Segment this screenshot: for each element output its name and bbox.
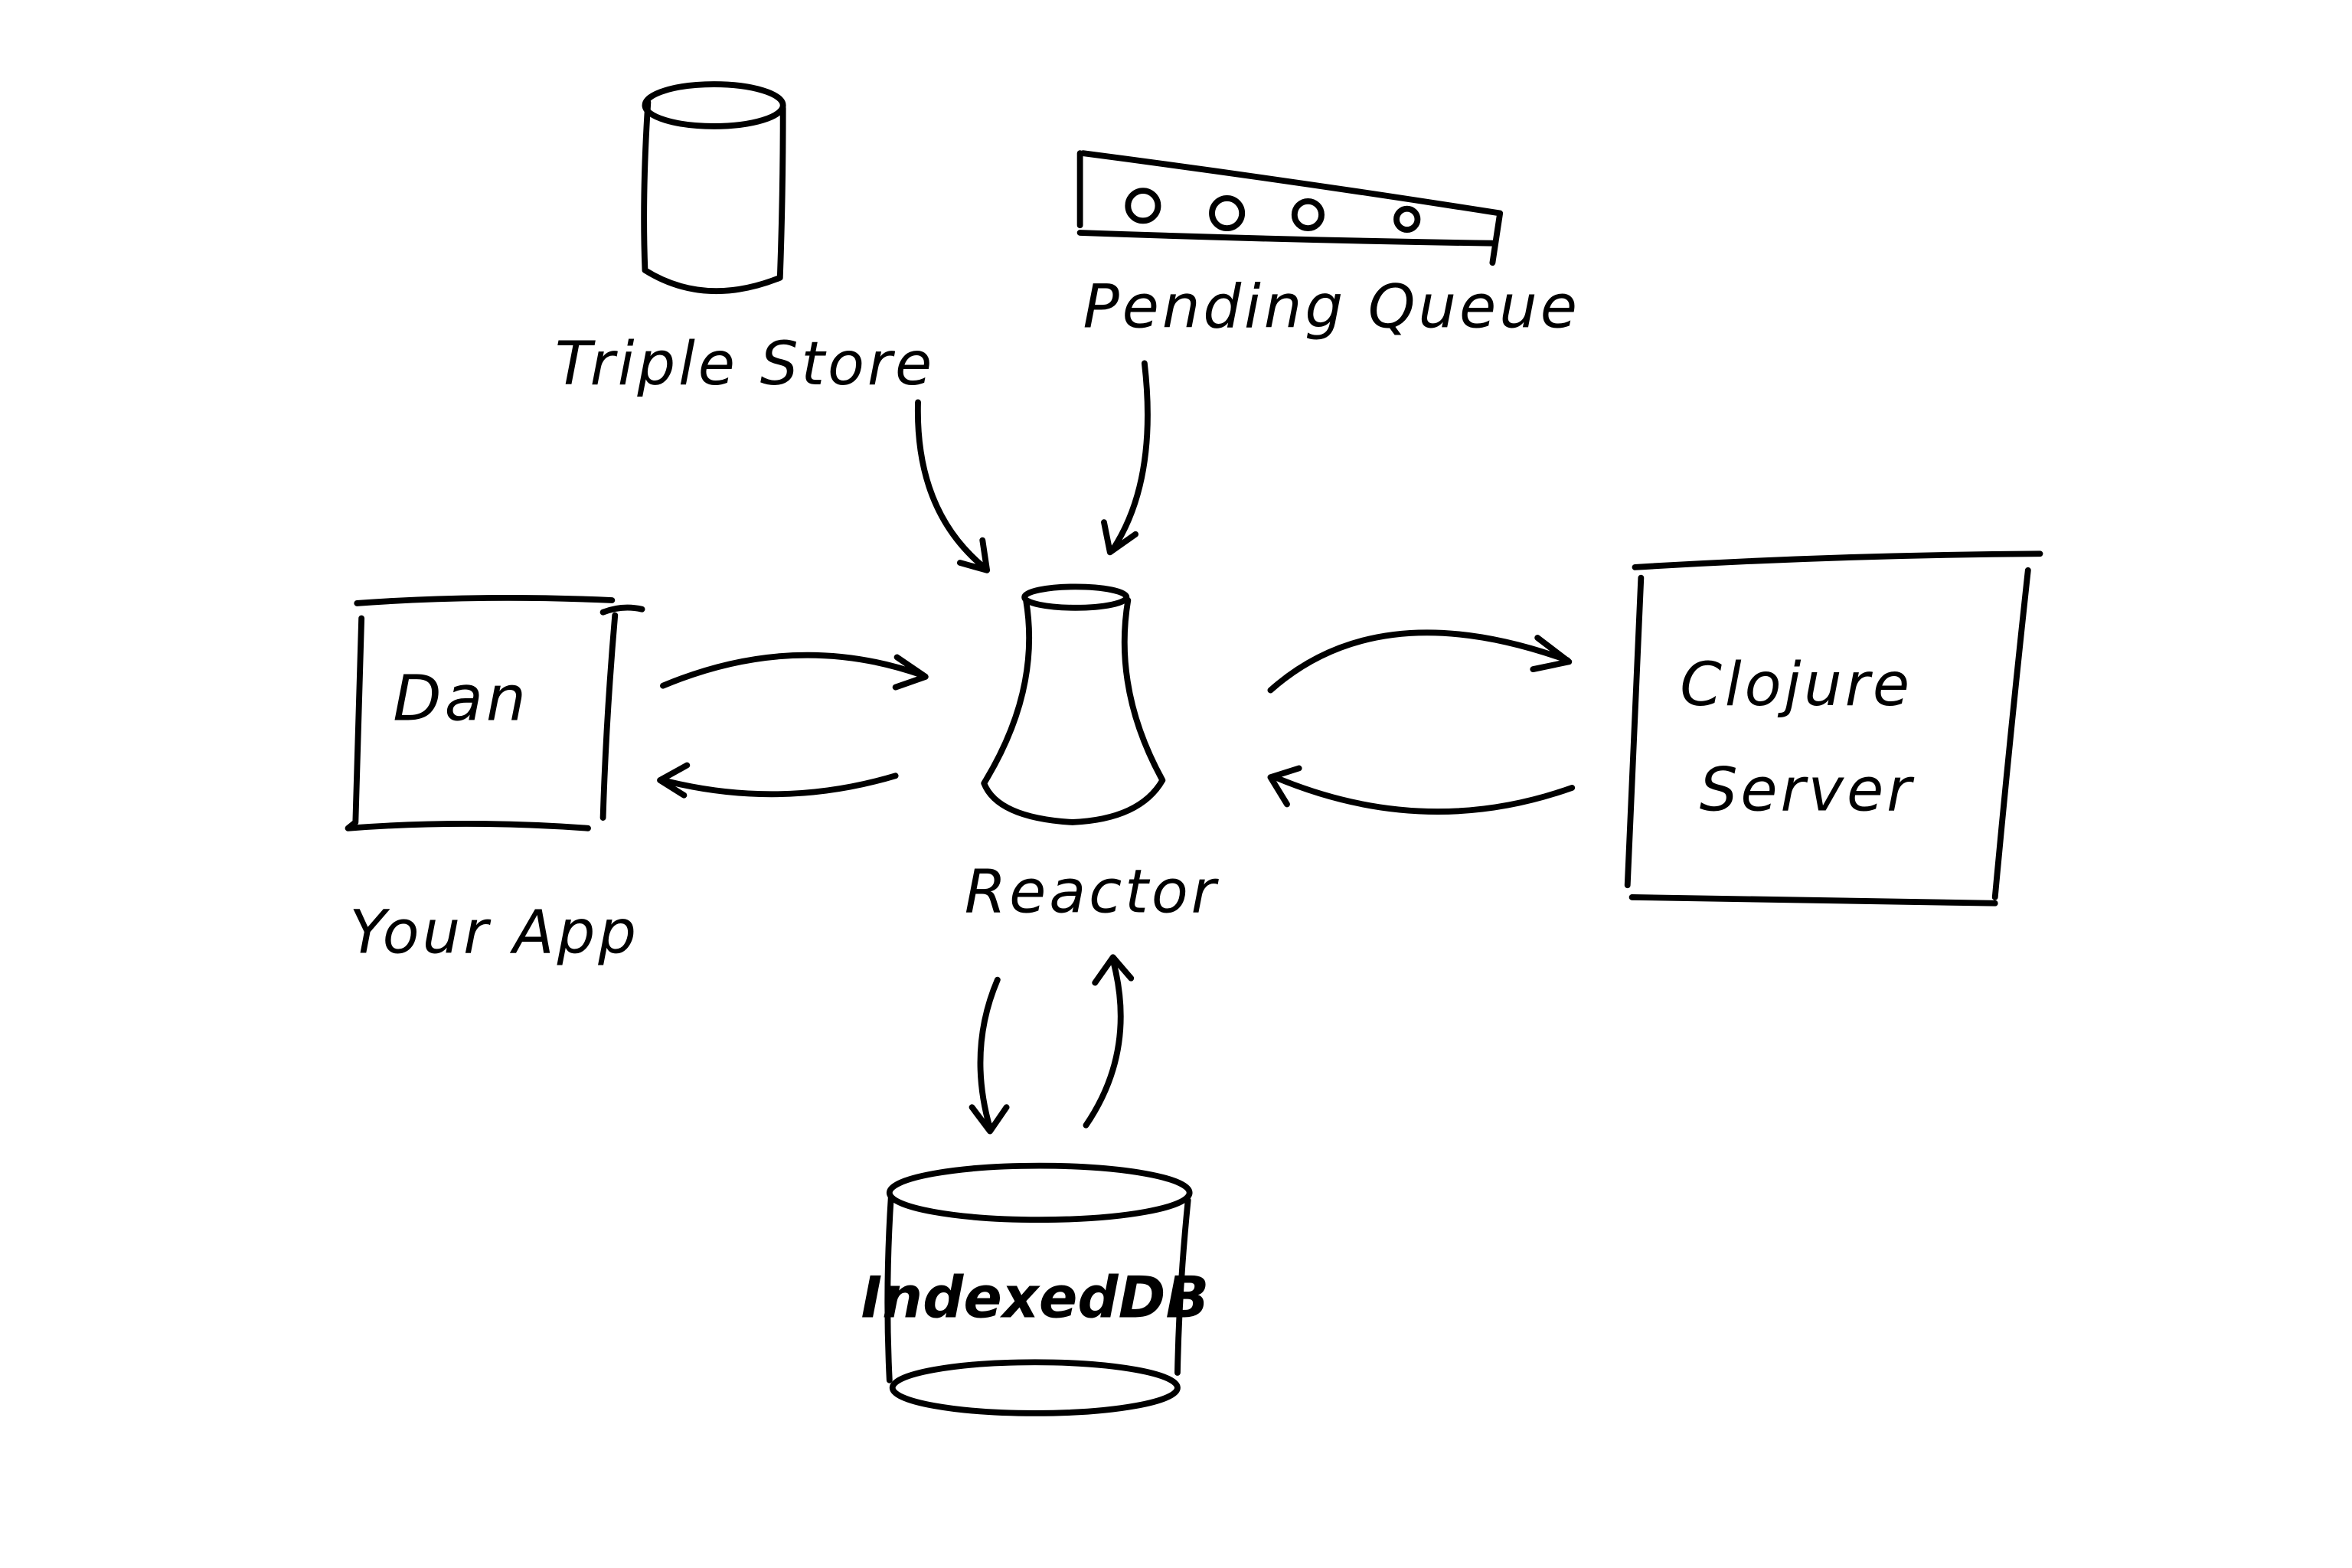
reactor-node: Reactor: [965, 583, 1220, 927]
indexeddb-node: IndexedDB: [861, 1162, 1209, 1416]
clojure-server-label-line1: Clojure: [1680, 650, 1913, 720]
cylinder-icon: [641, 81, 786, 295]
arrow-pending-queue-to-reactor: [1101, 360, 1151, 556]
clojure-server-label-line2: Server: [1700, 755, 1915, 825]
arrow-server-to-reactor: [1267, 765, 1576, 815]
pending-queue-node: Pending Queue: [1076, 150, 1580, 341]
pending-queue-label: Pending Queue: [1083, 272, 1580, 341]
your-app-label: Your App: [349, 897, 639, 967]
arrow-reactor-to-indexeddb: [969, 976, 1010, 1135]
cylinder-icon: [884, 1162, 1193, 1416]
window-icon: [345, 594, 645, 831]
arrow-triple-store-to-reactor: [914, 399, 991, 573]
reactor-label: Reactor: [965, 858, 1220, 927]
queue-icon: [1076, 150, 1504, 266]
your-app-node: Dan Your App: [345, 594, 645, 967]
clojure-server-node: Clojure Server: [1624, 550, 2043, 906]
arrow-app-to-reactor: [660, 652, 929, 691]
triple-store-label: Triple Store: [555, 329, 935, 399]
your-app-inner-text: Dan: [393, 663, 529, 736]
arrow-reactor-to-server: [1267, 629, 1573, 694]
arrow-indexeddb-to-reactor: [1083, 954, 1135, 1129]
cooling-tower-icon: [981, 583, 1166, 825]
arrow-reactor-to-app: [657, 762, 899, 799]
indexeddb-label: IndexedDB: [861, 1264, 1209, 1331]
triple-store-node: Triple Store: [555, 81, 935, 399]
